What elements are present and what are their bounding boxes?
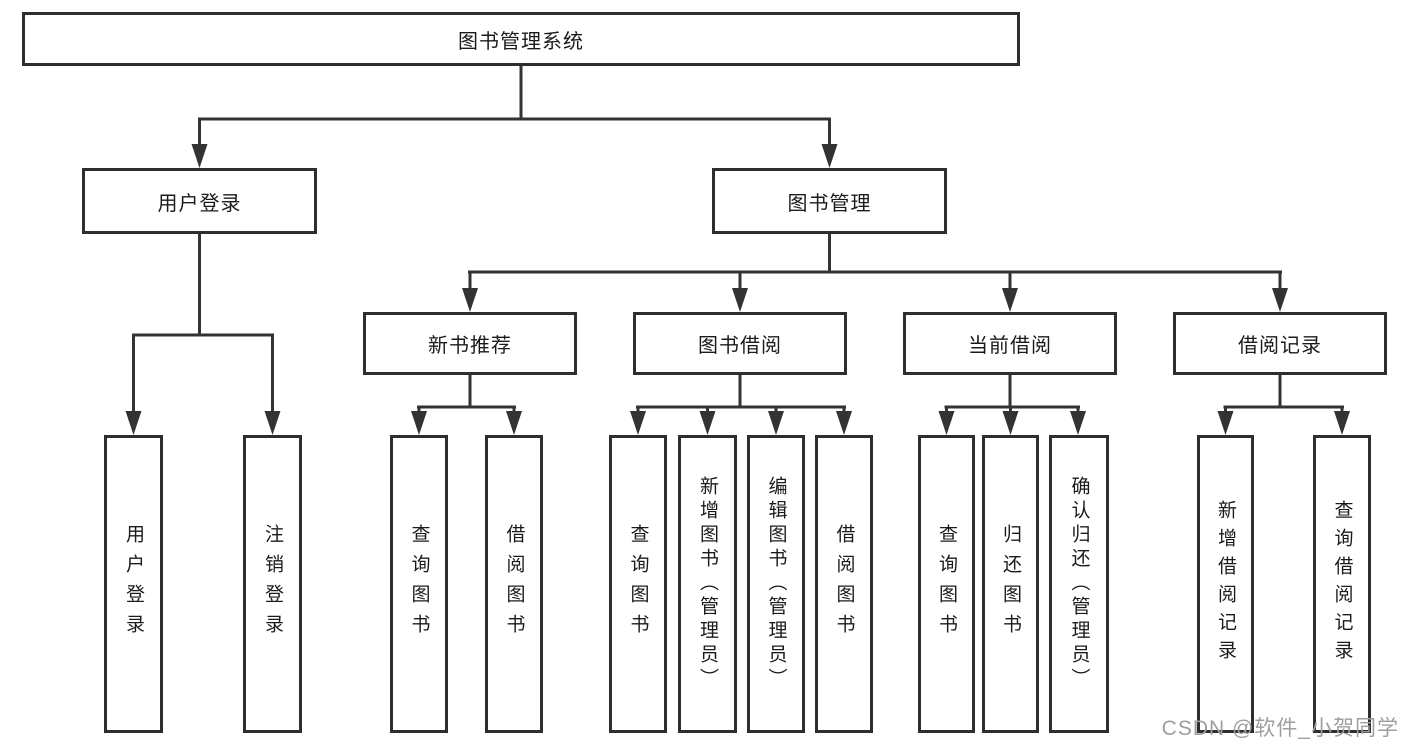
node-label: 借阅图书 bbox=[833, 524, 855, 644]
node-book-management: 图书管理 bbox=[712, 168, 947, 234]
connector-current-borrowing-to-leaves bbox=[938, 375, 1086, 435]
node-label: 当前借阅 bbox=[968, 335, 1052, 357]
leaf-query-books-current: 查询图书 bbox=[918, 435, 975, 733]
node-user-login: 用户登录 bbox=[82, 168, 317, 234]
node-label: 新增借阅记录 bbox=[1215, 500, 1236, 668]
node-label: 用户登录 bbox=[157, 192, 242, 215]
connector-book-management-to-level3 bbox=[462, 234, 1288, 312]
node-label: 查询图书 bbox=[408, 524, 430, 644]
leaf-return-books: 归还图书 bbox=[982, 435, 1039, 733]
leaf-query-borrow-record: 查询借阅记录 bbox=[1313, 435, 1371, 733]
leaf-query-books-newbook: 查询图书 bbox=[390, 435, 448, 733]
connector-user-login-to-leaves bbox=[125, 234, 281, 435]
node-label: 新书推荐 bbox=[428, 335, 512, 357]
node-borrowing-records: 借阅记录 bbox=[1173, 312, 1387, 375]
node-label: 查询借阅记录 bbox=[1331, 500, 1353, 668]
leaf-borrow-books: 借阅图书 bbox=[815, 435, 873, 733]
node-label: 图书管理系统 bbox=[458, 30, 584, 53]
node-label: 查询图书 bbox=[936, 524, 957, 644]
leaf-borrow-books-newbook: 借阅图书 bbox=[485, 435, 543, 733]
node-label: 借阅记录 bbox=[1238, 335, 1322, 357]
leaf-query-books-borrowing: 查询图书 bbox=[609, 435, 667, 733]
connector-new-book-to-leaves bbox=[411, 375, 522, 435]
node-root-library-management-system: 图书管理系统 bbox=[22, 12, 1020, 66]
node-label: 图书借阅 bbox=[698, 335, 782, 357]
node-label: 编辑图书（管理员） bbox=[765, 476, 787, 692]
node-current-borrowing: 当前借阅 bbox=[903, 312, 1117, 375]
leaf-logout: 注销登录 bbox=[243, 435, 302, 733]
leaf-add-borrow-record: 新增借阅记录 bbox=[1197, 435, 1254, 733]
csdn-watermark: CSDN @软件_小贺同学 bbox=[1161, 717, 1399, 740]
node-label: 查询图书 bbox=[627, 524, 649, 644]
leaf-confirm-return-admin: 确认归还（管理员） bbox=[1049, 435, 1109, 733]
node-label: 图书管理 bbox=[787, 192, 872, 215]
node-new-book-recommendation: 新书推荐 bbox=[363, 312, 577, 375]
connector-book-borrowing-to-leaves bbox=[630, 375, 852, 435]
leaf-edit-books-admin: 编辑图书（管理员） bbox=[747, 435, 805, 733]
connector-root-to-level2 bbox=[191, 66, 838, 168]
node-label: 确认归还（管理员） bbox=[1068, 476, 1090, 692]
node-label: 归还图书 bbox=[1000, 524, 1021, 644]
node-label: 新增图书（管理员） bbox=[697, 476, 718, 692]
node-label: 用户登录 bbox=[123, 524, 144, 644]
node-label: 借阅图书 bbox=[503, 524, 525, 644]
node-label: 注销登录 bbox=[262, 524, 283, 644]
node-book-borrowing: 图书借阅 bbox=[633, 312, 847, 375]
leaf-user-login: 用户登录 bbox=[104, 435, 163, 733]
connector-borrow-records-to-leaves bbox=[1217, 375, 1350, 435]
leaf-add-books-admin: 新增图书（管理员） bbox=[678, 435, 737, 733]
